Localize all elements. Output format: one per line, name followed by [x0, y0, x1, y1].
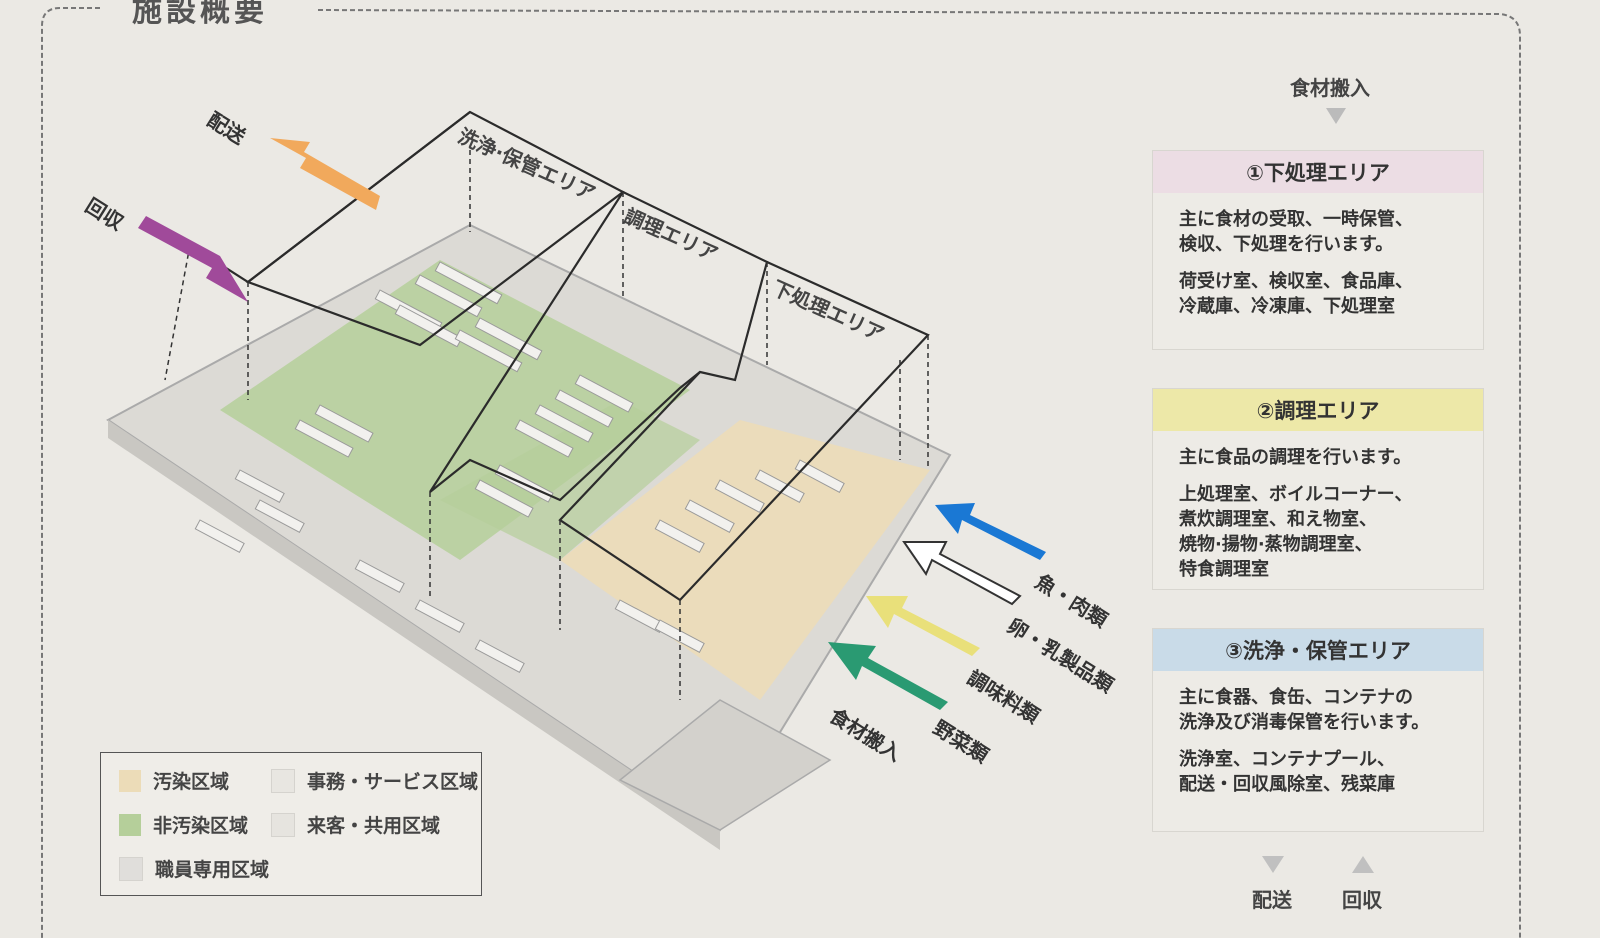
legend-label: 事務・サービス区域: [307, 771, 479, 793]
panel-title: ③洗浄・保管エリア: [1153, 629, 1483, 671]
legend-label: 汚染区域: [153, 771, 230, 793]
panel-wash-area: ③洗浄・保管エリア 主に食器、食缶、コンテナの 洗浄及び消毒保管を行います。 洗…: [1152, 628, 1484, 832]
legend-swatch: [119, 769, 141, 792]
legend-label: 来客・共用区域: [307, 815, 441, 837]
panel-rooms-line: 煮炊調理室、和え物室、: [1179, 509, 1377, 530]
panel-desc-line: 主に食材の受取、一時保管、: [1179, 209, 1413, 230]
delivery-down-arrow-icon: [1262, 856, 1284, 873]
legend-swatch: [271, 768, 295, 793]
panel-desc-line: 検収、下処理を行います。: [1179, 234, 1394, 255]
delivery-arrow: [270, 138, 380, 210]
entrance-wing: [618, 699, 832, 831]
legend-item-non-contaminated: 非汚染区域: [119, 811, 248, 838]
panel-description: 主に食器、食缶、コンテナの 洗浄及び消毒保管を行います。: [1153, 671, 1483, 735]
zone-legend: 汚染区域 事務・サービス区域 非汚染区域 来客・共用区域 職員専用区域: [100, 752, 482, 896]
panel-description: 主に食材の受取、一時保管、 検収、下処理を行います。: [1153, 193, 1483, 257]
legend-label: 職員専用区域: [155, 859, 270, 881]
panel-desc-line: 主に食器、食缶、コンテナの: [1179, 687, 1413, 708]
panel-title: ①下処理エリア: [1153, 151, 1483, 193]
panel-rooms-line: 焼物·揚物·蒸物調理室、: [1179, 534, 1373, 555]
panel-rooms-line: 特食調理室: [1179, 559, 1269, 580]
panel-rooms-line: 配送・回収風除室、残菜庫: [1179, 774, 1395, 795]
collection-up-arrow-icon: [1352, 856, 1374, 873]
panel-rooms-line: 荷受け室、検収室、食品庫、: [1179, 271, 1413, 292]
panel-cook-area: ②調理エリア 主に食品の調理を行います。 上処理室、ボイルコーナー、 煮炊調理室…: [1152, 388, 1484, 590]
panel-rooms-line: 洗浄室、コンテナプール、: [1179, 749, 1395, 770]
arrow-vegetables: [828, 642, 948, 710]
legend-label: 非汚染区域: [153, 815, 249, 837]
panel-rooms-line: 上処理室、ボイルコーナー、: [1179, 484, 1413, 505]
arrow-seasoning: [866, 596, 980, 656]
bottom-label-delivery: 配送: [1252, 888, 1292, 912]
legend-item-staff-only: 職員専用区域: [119, 855, 269, 882]
legend-swatch: [119, 813, 141, 836]
panel-desc-line: 洗浄及び消毒保管を行います。: [1179, 712, 1430, 733]
panel-prep-area: ①下処理エリア 主に食材の受取、一時保管、 検収、下処理を行います。 荷受け室、…: [1152, 150, 1484, 350]
panel-rooms: 荷受け室、検収室、食品庫、 冷蔵庫、冷凍庫、下処理室: [1153, 257, 1483, 319]
panel-rooms-line: 冷蔵庫、冷凍庫、下処理室: [1179, 296, 1395, 317]
arrow-egg-dairy: [902, 541, 1022, 606]
bottom-label-collection: 回収: [1342, 888, 1382, 912]
collection-arrow: [138, 216, 248, 302]
arrow-fish-meat: [935, 503, 1046, 560]
building-base-side: [108, 420, 720, 850]
legend-item-contaminated: 汚染区域: [119, 767, 229, 794]
panel-desc-line: 主に食品の調理を行います。: [1179, 447, 1412, 468]
panel-rooms: 上処理室、ボイルコーナー、 煮炊調理室、和え物室、 焼物·揚物·蒸物調理室、 特…: [1153, 470, 1483, 582]
panel-description: 主に食品の調理を行います。: [1153, 431, 1483, 470]
legend-swatch: [271, 812, 295, 837]
legend-item-visitor-shared: 来客・共用区域: [271, 811, 440, 838]
zone-non-contaminated: [220, 260, 690, 560]
section-title: 施設概要: [118, 0, 282, 30]
legend-swatch: [119, 856, 143, 881]
panel-rooms: 洗浄室、コンテナプール、 配送・回収風除室、残菜庫: [1153, 735, 1483, 797]
flow-top-label: 食材搬入: [1290, 76, 1370, 100]
panel-title: ②調理エリア: [1153, 389, 1483, 431]
legend-item-office-service: 事務・サービス区域: [271, 767, 478, 794]
area-drop-lines: [164, 150, 929, 700]
flow-down-arrow-icon: [1326, 108, 1346, 124]
